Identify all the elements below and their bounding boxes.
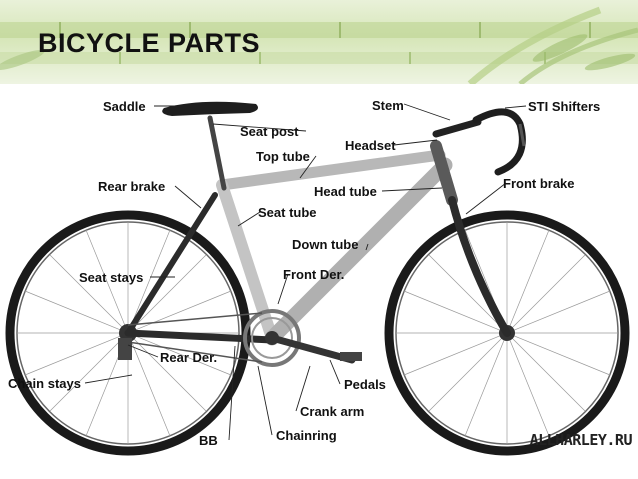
label-chain-stays: Chain stays [8, 376, 81, 391]
label-head-tube: Head tube [314, 184, 377, 199]
label-leaders [84, 103, 527, 441]
label-sti-shifters: STI Shifters [528, 99, 600, 114]
label-seat-post: Seat post [240, 124, 299, 139]
label-saddle: Saddle [103, 99, 146, 114]
label-front-der: Front Der. [283, 267, 344, 282]
label-down-tube: Down tube [292, 237, 358, 252]
label-rear-der: Rear Der. [160, 350, 217, 365]
label-pedals: Pedals [344, 377, 386, 392]
bicycle-illustration [5, 101, 630, 456]
label-seat-tube: Seat tube [258, 205, 317, 220]
label-bb: BB [199, 433, 218, 448]
label-front-brake: Front brake [503, 176, 575, 191]
label-chainring: Chainring [276, 428, 337, 443]
bamboo-banner: BICYCLE PARTS [0, 0, 638, 84]
bamboo-pattern [0, 6, 638, 84]
page-title: BICYCLE PARTS [38, 28, 261, 58]
label-seat-stays: Seat stays [79, 270, 143, 285]
part-labels: Saddle Seat post Top tube Stem STI Shift… [8, 98, 600, 448]
bicycle-diagram: Saddle Seat post Top tube Stem STI Shift… [5, 98, 630, 456]
label-top-tube: Top tube [256, 149, 310, 164]
label-rear-brake: Rear brake [98, 179, 165, 194]
label-headset: Headset [345, 138, 396, 153]
label-stem: Stem [372, 98, 404, 113]
label-crank-arm: Crank arm [300, 404, 364, 419]
watermark: ALLHARLEY.RU [529, 431, 633, 449]
